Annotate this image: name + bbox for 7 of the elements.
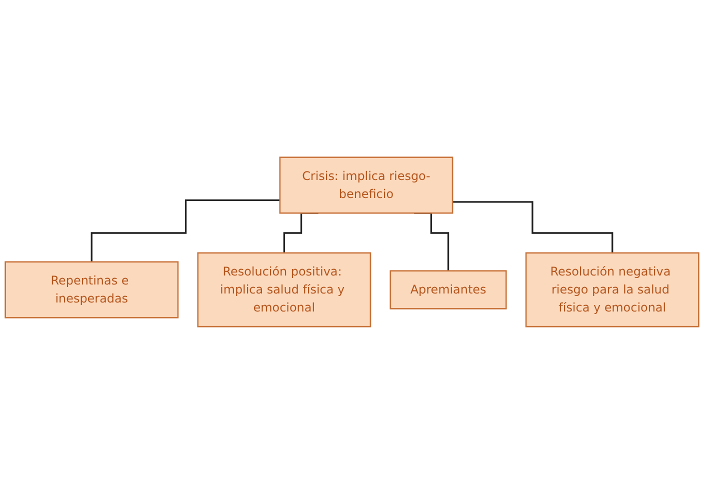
node-box: Resolución positiva: implica salud física y emocional (197, 252, 372, 328)
node-box: Apremiantes (390, 270, 507, 310)
connector (90, 199, 280, 263)
connector (452, 201, 614, 254)
node-box: Crisis: implica riesgo-beneficio (279, 156, 454, 214)
node-box: Repentinas e inesperadas (4, 261, 179, 318)
node-box: Resolución negativa riesgo para la salud física y emocional (525, 252, 700, 328)
